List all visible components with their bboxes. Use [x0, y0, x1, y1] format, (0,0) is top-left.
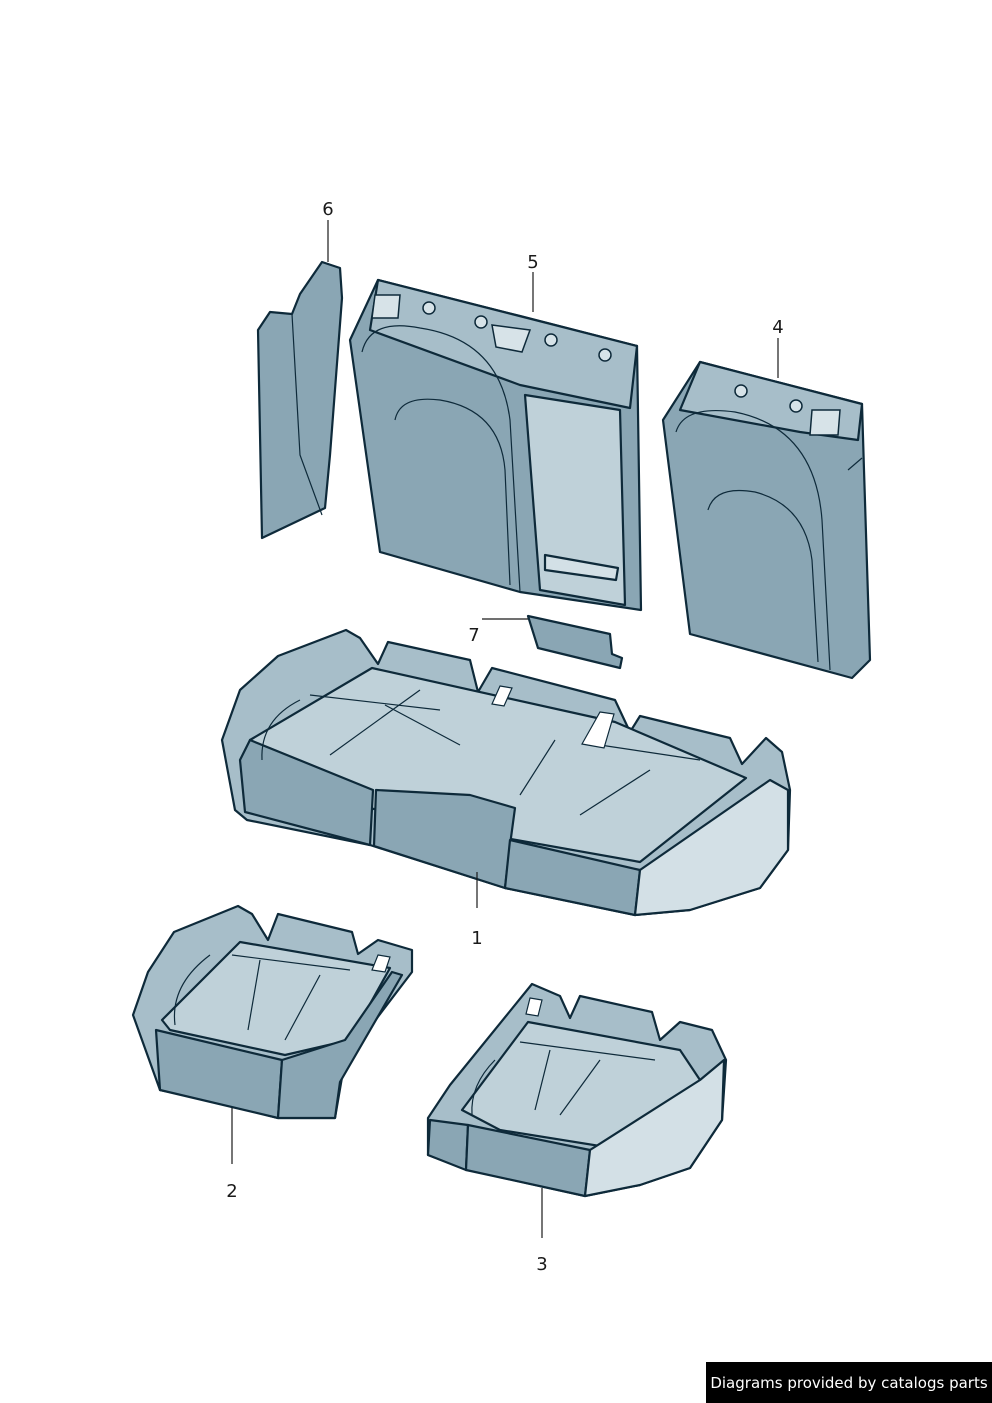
part-3-seat-right[interactable] [426, 982, 728, 1198]
part-2-seat-left[interactable] [131, 904, 414, 1120]
callout-6[interactable]: 6 [322, 199, 333, 220]
part-7-cap[interactable] [526, 614, 624, 670]
part-4-backrest-small[interactable] [661, 360, 872, 680]
callout-5[interactable]: 5 [527, 252, 538, 273]
leader-lines [231, 220, 779, 1238]
callout-labels: 1 2 3 4 5 6 7 [226, 199, 783, 1275]
callout-4[interactable]: 4 [772, 317, 783, 338]
footer-credit-text: Diagrams provided by catalogs parts [710, 1373, 988, 1392]
footer-credit-badge: Diagrams provided by catalogs parts [706, 1362, 992, 1403]
callout-3[interactable]: 3 [536, 1254, 547, 1275]
callout-1[interactable]: 1 [471, 928, 482, 949]
part-1-bench-cushion[interactable] [220, 628, 792, 917]
callout-2[interactable]: 2 [226, 1181, 237, 1202]
part-5-backrest-large[interactable] [348, 278, 643, 612]
callout-7[interactable]: 7 [468, 625, 479, 646]
part-6-side-panel[interactable] [256, 260, 344, 540]
